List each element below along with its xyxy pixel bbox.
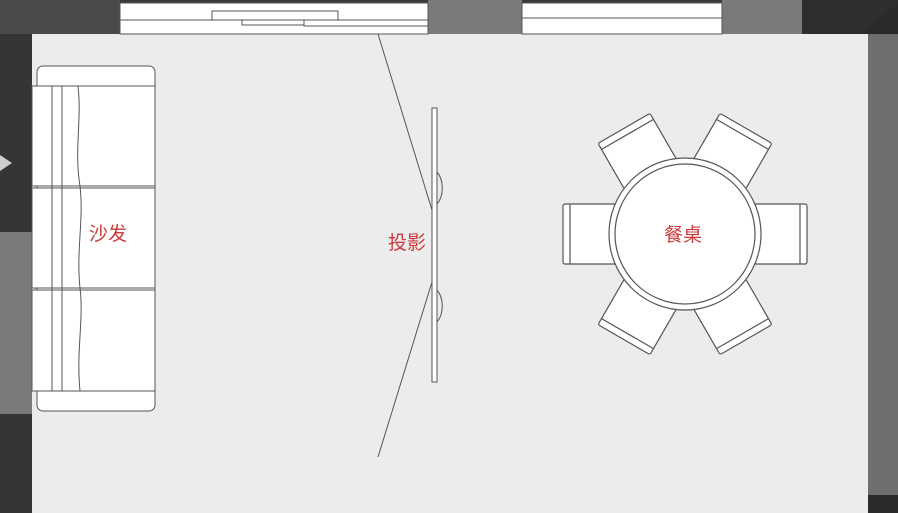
chair-back [601,318,654,350]
window-right [521,2,723,35]
wall-corner-top-right [858,4,898,34]
chair-back [716,118,769,150]
projector-screen [431,107,443,383]
top-wall-segment-mid [428,0,522,34]
projection-line-bottom [377,281,433,458]
projection-line-top [377,33,433,211]
sofa-seat-3 [31,289,156,392]
top-wall-segment-left [0,0,120,34]
screen-bracket-top [436,171,443,205]
sofa [31,65,156,412]
label-projector: 投影 [388,232,426,254]
sofa-seat-1 [31,85,156,187]
chair-back [601,118,654,150]
screen-bracket-bottom [436,289,443,323]
window-left [119,2,429,35]
screen-panel [431,107,438,383]
sofa-cushion-edge [77,85,82,392]
left-wall-lower [0,232,32,414]
right-wall-shade [868,34,898,513]
left-wall-notch [0,155,12,171]
label-dining-table: 餐桌 [664,224,702,246]
label-sofa: 沙发 [89,223,127,245]
chair-back [716,318,769,350]
top-wall-segment-right [722,0,802,34]
dining-table-inner [614,163,756,305]
right-wall-dark-bottom [868,495,898,513]
dining-set [562,113,808,355]
